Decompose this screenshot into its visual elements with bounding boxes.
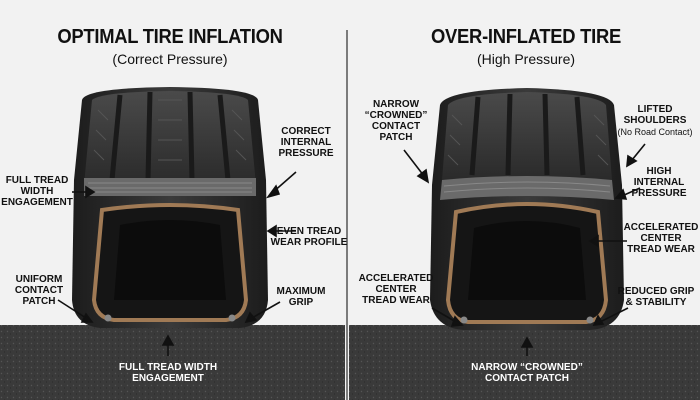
optimal-tire [72, 87, 268, 328]
label-even-tread-wear: EVEN TREAD WEAR PROFILE [270, 226, 348, 248]
label-accel-center-right: ACCELERATED CENTER TREAD WEAR [623, 222, 699, 255]
label-accel-center-left: ACCELERATED CENTER TREAD WEAR [358, 273, 434, 306]
label-no-road-contact: (No Road Contact) [617, 127, 693, 137]
label-maximum-grip: MAXIMUM GRIP [276, 286, 326, 308]
right-subtitle: (High Pressure) [476, 51, 576, 67]
right-title: OVER-INFLATED TIRE [431, 26, 621, 48]
label-bottom-right: NARROW “CROWNED” CONTACT PATCH [471, 362, 583, 384]
left-title: OPTIMAL TIRE INFLATION [57, 26, 283, 48]
label-correct-pressure: CORRECT INTERNAL PRESSURE [278, 126, 334, 159]
left-subtitle: (Correct Pressure) [112, 51, 228, 67]
over-inflated-tire [430, 88, 624, 330]
label-reduced-grip: REDUCED GRIP & STABILITY [617, 286, 695, 308]
label-uniform-contact: UNIFORM CONTACT PATCH [14, 274, 64, 307]
road-right [349, 325, 700, 400]
label-bottom-left: FULL TREAD WIDTH ENGAGEMENT [118, 362, 218, 384]
label-high-pressure: HIGH INTERNAL PRESSURE [631, 166, 687, 199]
label-narrow-crowned: NARROW “CROWNED” CONTACT PATCH [364, 99, 428, 143]
label-lifted-shoulders: LIFTED SHOULDERS [623, 104, 687, 126]
label-full-tread-width: FULL TREAD WIDTH ENGAGEMENT [1, 175, 73, 208]
callout-arrows [57, 143, 646, 356]
road-left [0, 325, 345, 400]
